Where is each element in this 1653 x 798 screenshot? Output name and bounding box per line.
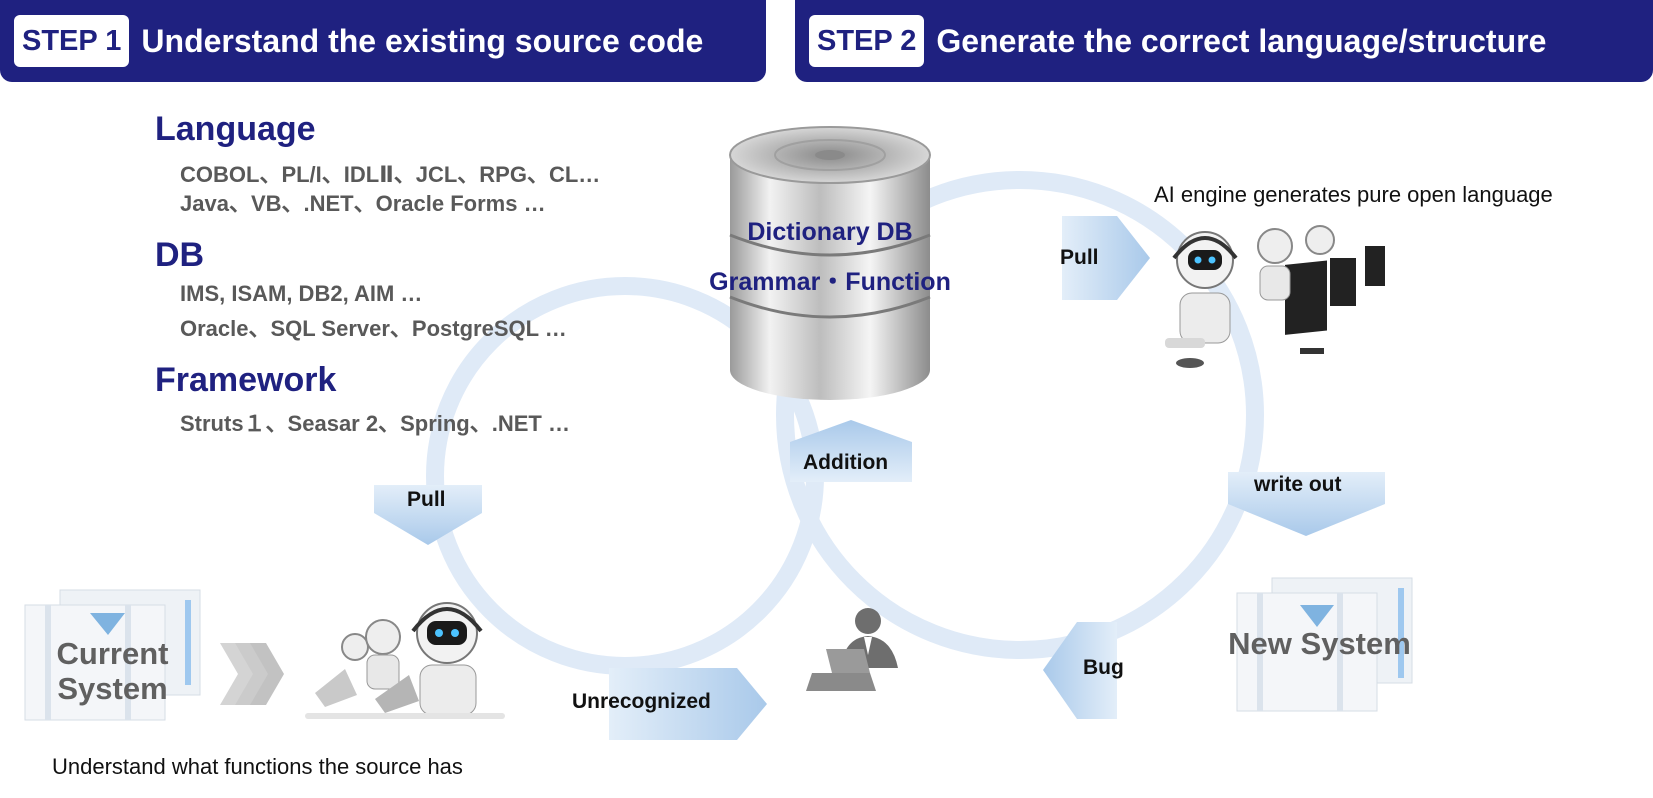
analysis-robots-icon (305, 602, 505, 719)
current-system-server-icon (24, 589, 201, 721)
new-system-label: New System (1228, 626, 1411, 661)
pull-label-left: Pull (407, 488, 446, 511)
step-1-title: Understand the existing source code (141, 22, 704, 59)
step-1-badge: STEP 1 (14, 15, 130, 67)
bottom-caption: Understand what functions the source has (52, 754, 463, 779)
framework-title: Framework (155, 361, 337, 399)
database-label-1: Dictionary DB (747, 218, 913, 246)
step-2-title: Generate the correct language/structure (936, 22, 1547, 59)
current-system-line-1: Current (56, 636, 169, 671)
pull-label-right: Pull (1060, 246, 1099, 269)
database-label-2: Grammar・Function (709, 268, 951, 296)
language-title: Language (155, 110, 316, 148)
step-1-banner: STEP 1 Understand the existing source co… (0, 0, 766, 82)
bug-arrow-left (1043, 622, 1117, 719)
database-cylinder-icon (729, 126, 931, 400)
chevrons-right-icon (220, 643, 284, 705)
db-title: DB (155, 236, 205, 274)
step-2-badge: STEP 2 (809, 15, 925, 67)
pull-arrow-right (1062, 216, 1150, 300)
current-system-label: Current System (40, 636, 185, 706)
current-system-line-2: System (57, 671, 168, 706)
unrecognized-arrow-right (609, 668, 767, 740)
language-line-2: Java、VB、.NET、Oracle Forms … (180, 191, 546, 216)
write-out-arrow-down (1228, 472, 1385, 536)
unrecognized-label: Unrecognized (572, 690, 711, 713)
bug-label: Bug (1083, 656, 1124, 679)
framework-line-1: Struts１、Seasar 2、Spring、.NET … (180, 411, 570, 436)
new-system-server-icon (1236, 577, 1413, 712)
db-line-2: Oracle、SQL Server、PostgreSQL … (180, 316, 567, 341)
ai-robots-icon (1165, 225, 1385, 368)
write-out-label: write out (1254, 473, 1342, 496)
addition-label: Addition (803, 451, 889, 474)
step-2-banner: STEP 2 Generate the correct language/str… (795, 0, 1653, 82)
addition-arrow-up (790, 420, 912, 482)
db-line-1: IMS, ISAM, DB2, AIM … (180, 281, 423, 306)
language-line-1: COBOL、PL/I、IDLⅡ、JCL、RPG、CL… (180, 162, 601, 187)
pull-arrow-down (374, 485, 482, 545)
ai-engine-caption: AI engine generates pure open language (1154, 182, 1553, 207)
person-laptop-icon (806, 608, 898, 691)
